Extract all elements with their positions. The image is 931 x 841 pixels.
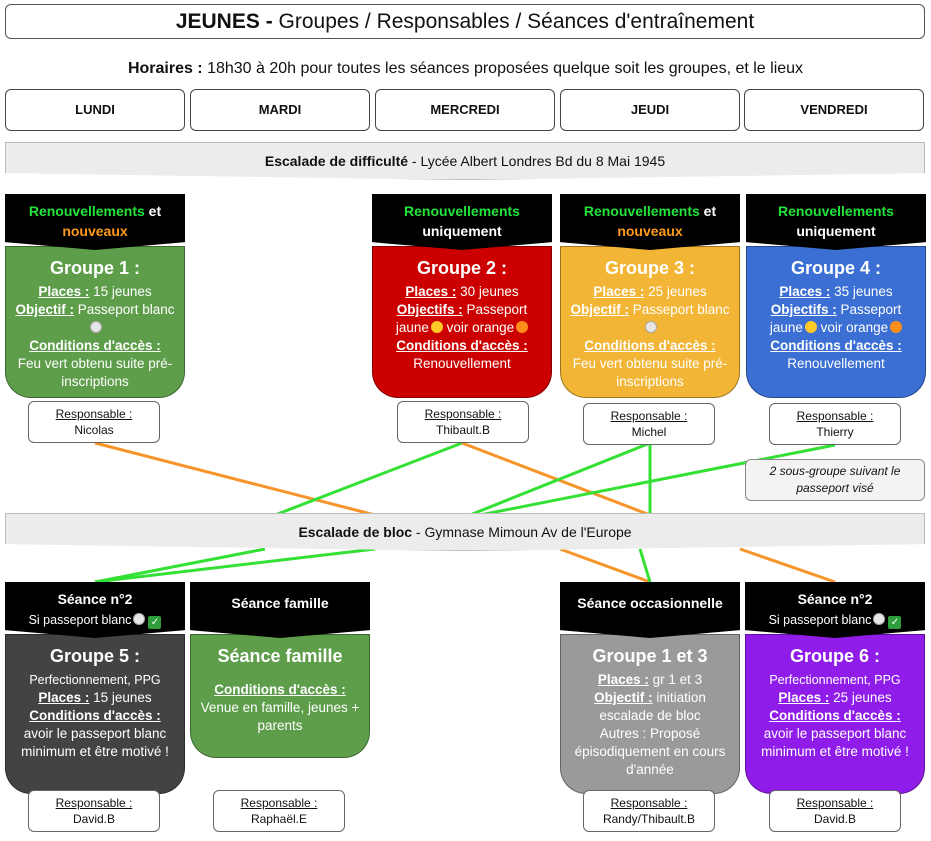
- resp-groupe-2: Responsable :Thibault.B: [397, 401, 529, 443]
- card-head: Séance famille: [190, 582, 370, 638]
- card-body: Groupe 1 et 3 Places : gr 1 et 3 Objecti…: [560, 634, 740, 794]
- banner-bloc: Escalade de bloc - Gymnase Mimoun Av de …: [5, 513, 925, 551]
- card-body: Groupe 1 : Places : 15 jeunes Objectif :…: [5, 246, 185, 398]
- day-lundi: LUNDI: [5, 89, 185, 131]
- card-seance-occasionnelle: Séance occasionnelle Groupe 1 et 3 Place…: [560, 582, 740, 794]
- link-g3-bloc2: [469, 441, 651, 517]
- day-mercredi: MERCREDI: [375, 89, 555, 131]
- link-bloc-g5: [94, 547, 266, 584]
- white-circle-icon: [873, 613, 886, 625]
- yellow-circle-icon: [430, 321, 443, 333]
- link-bloc-g5b: [94, 547, 376, 584]
- orange-circle-icon: [516, 321, 529, 333]
- day-mardi: MARDI: [190, 89, 370, 131]
- card-body: Groupe 5 : Perfectionnement, PPG Places …: [5, 634, 185, 794]
- card-body: Groupe 6 : Perfectionnement, PPG Places …: [745, 634, 925, 794]
- schedule-hours: Horaires : 18h30 à 20h pour toutes les s…: [127, 60, 804, 77]
- yellow-circle-icon: [804, 321, 817, 333]
- page-title: JEUNES - Groupes / Responsables / Séance…: [5, 4, 925, 39]
- day-vendredi: VENDREDI: [744, 89, 924, 131]
- link-g1-bloc: [94, 441, 376, 517]
- link-bloc-occ: [559, 547, 651, 584]
- card-body: Groupe 3 : Places : 25 jeunes Objectif :…: [560, 246, 740, 398]
- resp-seance-occasionnelle: Responsable :Randy/Thibault.B: [583, 790, 715, 832]
- link-bloc-g6: [739, 547, 836, 584]
- note-sous-groupe: 2 sous-groupe suivant le passeport visé: [745, 459, 925, 501]
- check-icon: ✓: [148, 616, 162, 629]
- link-bloc-occ2: [638, 548, 652, 583]
- white-circle-icon: [90, 321, 102, 333]
- banner-difficulte: Escalade de difficulté - Lycée Albert Lo…: [5, 142, 925, 180]
- resp-groupe-1: Responsable :Nicolas: [28, 401, 160, 443]
- white-circle-icon: [133, 613, 146, 625]
- day-jeudi: JEUDI: [560, 89, 740, 131]
- check-icon: ✓: [888, 616, 902, 629]
- resp-groupe-4: Responsable :Thierry: [769, 403, 901, 445]
- resp-groupe-5: Responsable :David.B: [28, 790, 160, 832]
- card-body: Séance famille Conditions d'accès : Venu…: [190, 634, 370, 758]
- card-body: Groupe 2 : Places : 30 jeunes Objectifs …: [372, 246, 552, 398]
- link-g4-bloc: [479, 443, 836, 517]
- card-head: Séance occasionnelle: [560, 582, 740, 638]
- white-circle-icon: [645, 321, 657, 333]
- card-seance-famille: Séance famille Séance famille Conditions…: [190, 582, 370, 758]
- resp-groupe-6: Responsable :David.B: [769, 790, 901, 832]
- card-body: Groupe 4 : Places : 35 jeunes Objectifs …: [746, 246, 926, 398]
- link-g2-bloc: [274, 441, 463, 517]
- resp-groupe-3: Responsable :Michel: [583, 403, 715, 445]
- resp-seance-famille: Responsable :Raphaël.E: [213, 790, 345, 832]
- orange-circle-icon: [890, 321, 903, 333]
